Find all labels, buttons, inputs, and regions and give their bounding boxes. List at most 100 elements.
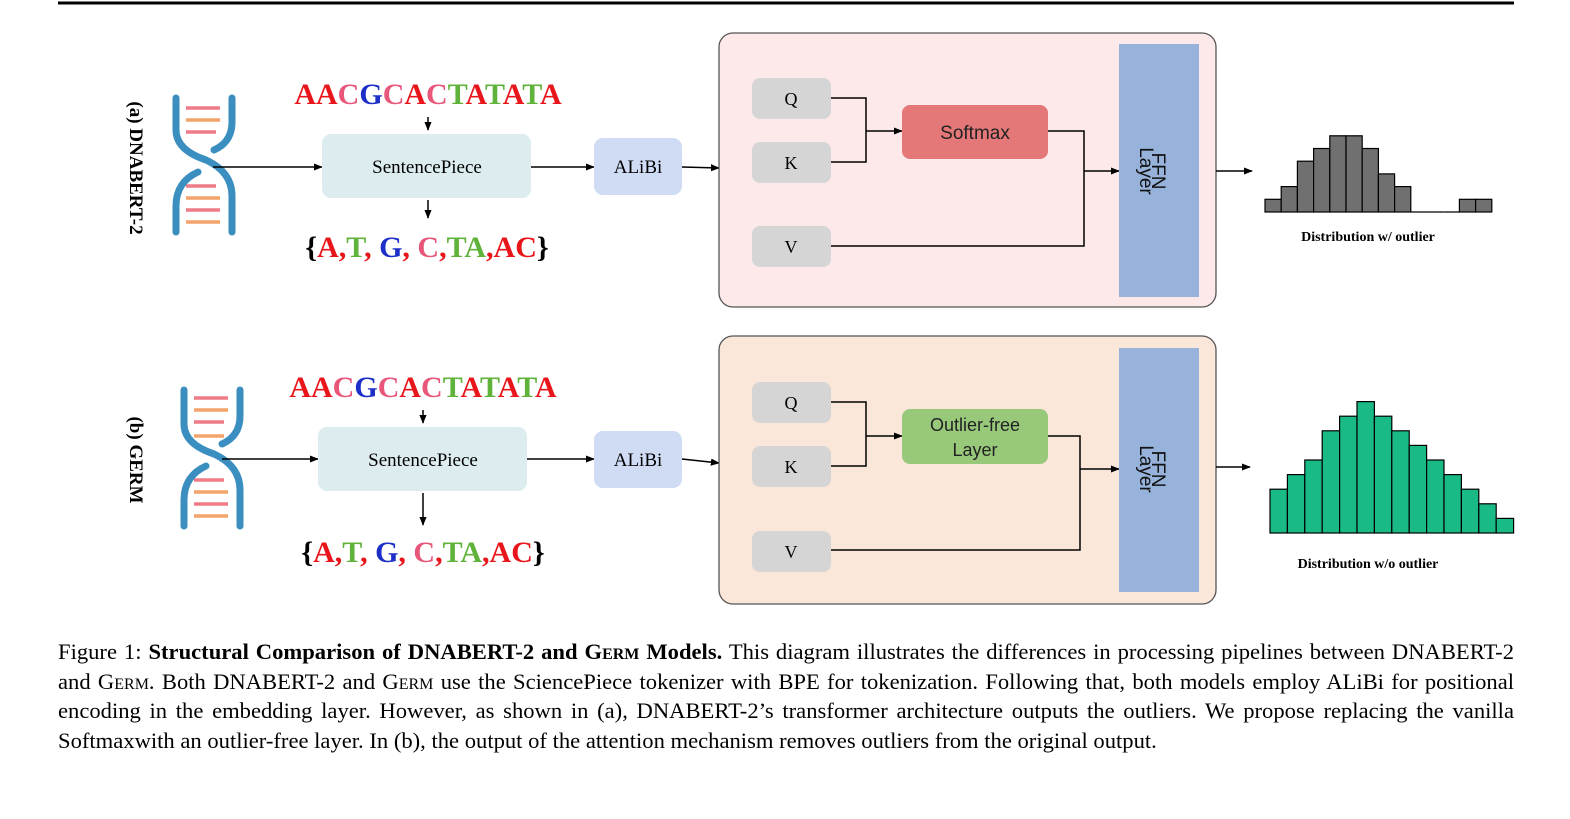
histogram-bar: [1345, 135, 1363, 213]
tokens-text: {A,T, G, C,TA,AC}: [305, 231, 548, 264]
outlier-free-layer-box: [902, 409, 1048, 464]
histogram-with-outlier: [1264, 135, 1493, 213]
histogram-bar: [1391, 430, 1410, 534]
k-box: [752, 142, 831, 183]
nucleotide-token: T: [485, 78, 505, 111]
histogram-bar: [1356, 401, 1375, 534]
histogram-bar: [1338, 415, 1358, 534]
nucleotide-token: ,: [398, 536, 413, 569]
figure-1: (a) DNABERT-2 AACGCACTATATA SentencePiec…: [58, 1, 1515, 605]
histogram-bar: [1458, 198, 1477, 213]
nucleotide-token: G: [379, 231, 402, 264]
nucleotide-token: T: [522, 78, 542, 111]
histogram-bar: [1264, 198, 1282, 213]
nucleotide-token: ,: [439, 231, 447, 264]
nucleotide-token: }: [537, 231, 549, 264]
nucleotide-token: ,: [482, 536, 490, 569]
nucleotide-token: ,: [335, 536, 343, 569]
histogram-bar: [1443, 474, 1462, 534]
v-label: V: [785, 237, 798, 257]
histogram-bar: [1408, 444, 1428, 534]
figure-caption: Figure 1: Structural Comparison of DNABE…: [58, 637, 1514, 756]
histogram-bar: [1321, 430, 1341, 534]
nucleotide-token: G: [354, 371, 377, 404]
nucleotide-token: C: [338, 78, 360, 111]
sequence-text: AACGCACTATATA: [294, 78, 562, 111]
attention-block: [718, 335, 1217, 605]
sentencepiece-box: [318, 427, 527, 491]
nucleotide-token: T: [480, 371, 500, 404]
nucleotide-token: A: [313, 536, 335, 569]
softmax-box: [902, 105, 1048, 159]
ffn-label-1: FFN: [1147, 153, 1168, 190]
histogram-bar: [1478, 503, 1497, 534]
nucleotide-token: AC: [494, 231, 537, 264]
nucleotide-token: A: [466, 78, 488, 111]
nucleotide-token: T: [517, 371, 537, 404]
nucleotide-token: ,: [339, 231, 347, 264]
nucleotide-token: C: [383, 78, 405, 111]
k-label: K: [785, 457, 798, 477]
outlier-free-label-1: Outlier-free: [930, 415, 1020, 435]
alibi-label: ALiBi: [614, 157, 663, 178]
nucleotide-token: T: [448, 78, 468, 111]
nucleotide-token: C: [333, 371, 355, 404]
panel-a-label: (a) DNABERT-2: [125, 101, 146, 234]
nucleotide-token: A: [317, 231, 339, 264]
q-box: [752, 382, 831, 423]
histogram-bar: [1460, 488, 1480, 534]
caption-title: Structural Comparison of DNABERT-2 and G…: [148, 639, 723, 664]
nucleotide-token: ,: [360, 536, 375, 569]
nucleotide-token: C: [413, 536, 435, 569]
nucleotide-token: G: [359, 78, 382, 111]
nucleotide-token: {: [305, 231, 317, 264]
v-label: V: [785, 542, 798, 562]
sentencepiece-box: [322, 134, 531, 198]
nucleotide-token: T: [342, 536, 362, 569]
dna-helix-icon: [180, 386, 244, 530]
q-box: [752, 78, 831, 119]
panel-b-label: (b) GERM: [125, 416, 146, 503]
panel-a: (a) DNABERT-2 AACGCACTATATA SentencePiec…: [125, 32, 1493, 308]
nucleotide-token: TA: [443, 536, 483, 569]
sentencepiece-label: SentencePiece: [368, 450, 478, 471]
histogram-bar: [1393, 186, 1412, 213]
nucleotide-token: A: [289, 371, 311, 404]
histogram-bar: [1474, 198, 1493, 213]
alibi-box: [594, 431, 682, 488]
dist-label-b: Distribution w/o outlier: [1298, 557, 1439, 572]
nucleotide-token: C: [421, 371, 443, 404]
sentencepiece-label: SentencePiece: [372, 157, 482, 178]
panel-b: (b) GERM AACGCACTATATA SentencePiece {A,…: [125, 335, 1515, 605]
caption-body: This diagram illustrates the differences…: [58, 639, 1515, 754]
nucleotide-token: A: [535, 371, 557, 404]
nucleotide-token: G: [375, 536, 398, 569]
histogram-bar: [1280, 186, 1298, 213]
nucleotide-token: C: [417, 231, 439, 264]
nucleotide-token: A: [498, 371, 520, 404]
ffn-label-1: FFN: [1147, 451, 1168, 488]
nucleotide-token: T: [346, 231, 366, 264]
histogram-bar: [1304, 459, 1323, 534]
dist-label-a: Distribution w/ outlier: [1301, 230, 1435, 245]
nucleotide-token: C: [378, 371, 400, 404]
nucleotide-token: A: [294, 78, 316, 111]
histogram-bar: [1361, 147, 1379, 213]
histogram-bar: [1312, 147, 1331, 213]
nucleotide-token: ,: [435, 536, 443, 569]
ffn-layer-box: [1119, 348, 1199, 592]
k-box: [752, 446, 831, 487]
ffn-layer-box: [1119, 44, 1199, 297]
nucleotide-token: A: [503, 78, 525, 111]
nucleotide-token: ,: [402, 231, 417, 264]
caption-prefix: Figure 1:: [58, 639, 149, 664]
nucleotide-token: TA: [447, 231, 487, 264]
nucleotide-token: ,: [486, 231, 494, 264]
nucleotide-token: A: [311, 371, 333, 404]
nucleotide-token: T: [443, 371, 463, 404]
attention-block: [718, 32, 1217, 308]
histogram-bar: [1296, 160, 1315, 213]
v-box: [752, 226, 831, 267]
histogram-bar: [1269, 488, 1288, 534]
q-label: Q: [785, 393, 798, 413]
